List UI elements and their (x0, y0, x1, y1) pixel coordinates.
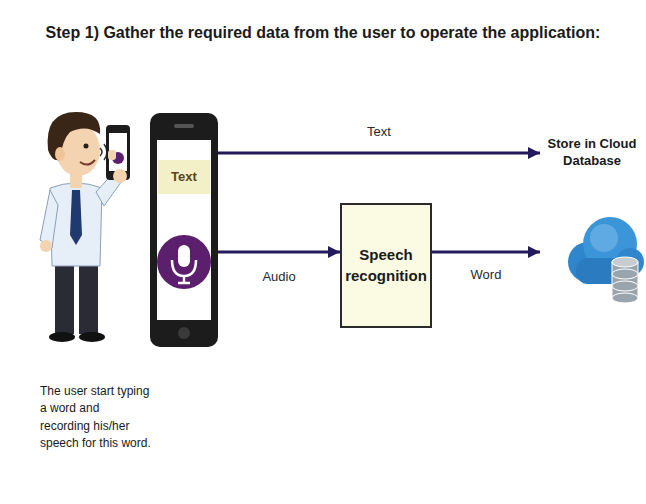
phone-body (150, 113, 218, 347)
arrow-connector (432, 251, 540, 254)
process-box: Speech recognition (340, 203, 432, 328)
title-text: Step 1) Gather the required data from th… (46, 24, 601, 41)
node-text: Text (158, 160, 210, 194)
edge-label: Word (469, 267, 504, 282)
node-text: Store in Cloud Database (544, 136, 640, 170)
microphone-icon (157, 235, 211, 289)
arrow-connector (218, 251, 340, 254)
edge-label: Audio (260, 269, 297, 284)
user-figure (40, 112, 130, 342)
storage-node: Store in Cloud Database (540, 136, 644, 316)
note-text: The user start typing a word and recordi… (40, 383, 152, 453)
node-text: Speech recognition (345, 245, 427, 286)
edge-label: Text (365, 124, 393, 139)
title: Step 1) Gather the required data from th… (0, 24, 646, 42)
cloud-database-icon (568, 217, 644, 303)
phone-screen: Text (150, 113, 218, 347)
arrow-connector (218, 152, 540, 155)
